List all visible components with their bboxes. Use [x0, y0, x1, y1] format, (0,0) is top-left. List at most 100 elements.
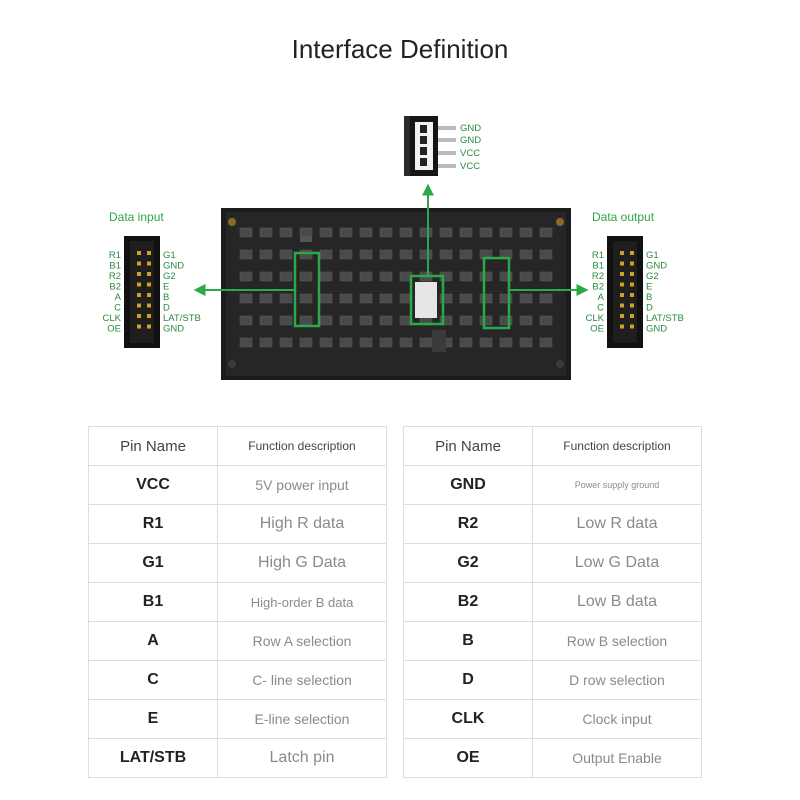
header-pin	[137, 314, 141, 318]
connector-pin-label: G2	[646, 271, 659, 282]
connector-pin-label: G2	[163, 271, 176, 282]
driver-chip	[459, 315, 473, 326]
driver-chip	[239, 271, 253, 282]
header-pin	[147, 282, 151, 287]
driver-chip	[379, 315, 393, 326]
driver-chip	[439, 293, 453, 304]
driver-chip	[279, 227, 293, 238]
driver-chip	[319, 227, 333, 238]
table-row: VCC 5V power input	[88, 465, 387, 505]
connector-pin-label: B	[163, 292, 169, 303]
driver-chip	[359, 227, 373, 238]
driver-chip	[339, 227, 353, 238]
driver-chip	[239, 293, 253, 304]
connector-pin-label: GND	[163, 261, 184, 272]
driver-chip	[359, 271, 373, 282]
power-pin-label: VCC	[460, 148, 480, 159]
header-pin	[137, 251, 141, 255]
driver-chip	[499, 227, 513, 238]
output-header-highlight	[482, 256, 511, 330]
pin-name: B2	[403, 582, 533, 622]
driver-chip	[279, 293, 293, 304]
table-row: GND Power supply ground	[403, 465, 702, 505]
connector-pin-label: GND	[163, 324, 184, 335]
pin-function: C- line selection	[217, 660, 387, 700]
header-pin	[620, 272, 624, 276]
table-row: B2 Low B data	[403, 582, 702, 622]
driver-chip	[399, 227, 413, 238]
driver-chip	[279, 315, 293, 326]
driver-chip	[459, 271, 473, 282]
driver-chip	[459, 337, 473, 348]
pin-name-header: Pin Name	[403, 426, 533, 466]
header-pin	[137, 282, 141, 287]
pin-table-left: Pin Name Function description VCC 5V pow…	[88, 426, 387, 778]
connector-pin-label: C	[597, 303, 604, 314]
pin-name: A	[88, 621, 218, 661]
connector-pin-label: C	[114, 303, 121, 314]
driver-chip	[439, 249, 453, 260]
driver-chip	[399, 249, 413, 260]
pin-function: D row selection	[532, 660, 702, 700]
driver-chip	[379, 227, 393, 238]
pin-function: Low R data	[532, 504, 702, 544]
pin-name: B1	[88, 582, 218, 622]
driver-chip	[259, 249, 273, 260]
function-description-header: Function description	[217, 426, 387, 466]
pin-function: High R data	[217, 504, 387, 544]
pin-function: Low G Data	[532, 543, 702, 583]
table-row: B Row B selection	[403, 621, 702, 661]
driver-chip	[339, 271, 353, 282]
pin-name: VCC	[88, 465, 218, 505]
driver-chip	[479, 227, 493, 238]
header-pin	[620, 303, 624, 308]
page-title: Interface Definition	[291, 34, 509, 64]
header-pin	[137, 293, 141, 297]
pin-name: B	[403, 621, 533, 661]
table-row: R2 Low R data	[403, 504, 702, 544]
header-pin	[630, 261, 634, 266]
driver-chip	[479, 293, 493, 304]
driver-chip	[299, 293, 313, 304]
driver-chip	[339, 315, 353, 326]
driver-chip	[539, 337, 553, 348]
table-row: G1 High G Data	[88, 543, 387, 583]
table-row: B1 High-order B data	[88, 582, 387, 622]
header-pin	[620, 314, 624, 318]
header-pin	[630, 324, 634, 329]
pin-function: Row A selection	[217, 621, 387, 661]
driver-chip	[419, 249, 433, 260]
table-row: G2 Low G Data	[403, 543, 702, 583]
driver-chip	[239, 315, 253, 326]
data-input-label: Data input	[109, 210, 164, 224]
table-row: LAT/STB Latch pin	[88, 738, 387, 778]
connector-pin-label: OE	[107, 324, 121, 335]
connector-pin-label: R1	[592, 250, 604, 261]
driver-chip	[459, 227, 473, 238]
driver-chip	[319, 293, 333, 304]
driver-chip	[259, 271, 273, 282]
driver-chip	[259, 227, 273, 238]
pin-function: E-line selection	[217, 699, 387, 739]
table-row: A Row A selection	[88, 621, 387, 661]
connector-pin-label: E	[163, 282, 169, 293]
driver-chip	[279, 271, 293, 282]
table-row: D D row selection	[403, 660, 702, 700]
connector-pin-label: B2	[109, 282, 121, 293]
table-header-row: Pin Name Function description	[403, 426, 702, 466]
header-pin	[137, 324, 141, 329]
driver-chip	[239, 227, 253, 238]
header-pin	[147, 272, 151, 276]
driver-chip	[539, 249, 553, 260]
pin-name: G1	[88, 543, 218, 583]
connector-pin-label: LAT/STB	[163, 313, 201, 324]
driver-chip	[339, 249, 353, 260]
driver-chip	[299, 315, 313, 326]
header-pin	[147, 251, 151, 255]
driver-chip	[379, 337, 393, 348]
header-pin	[620, 261, 624, 266]
power-connector: GND GND VCC VCC	[404, 116, 481, 176]
driver-chip	[359, 315, 373, 326]
table-row: R1 High R data	[88, 504, 387, 544]
